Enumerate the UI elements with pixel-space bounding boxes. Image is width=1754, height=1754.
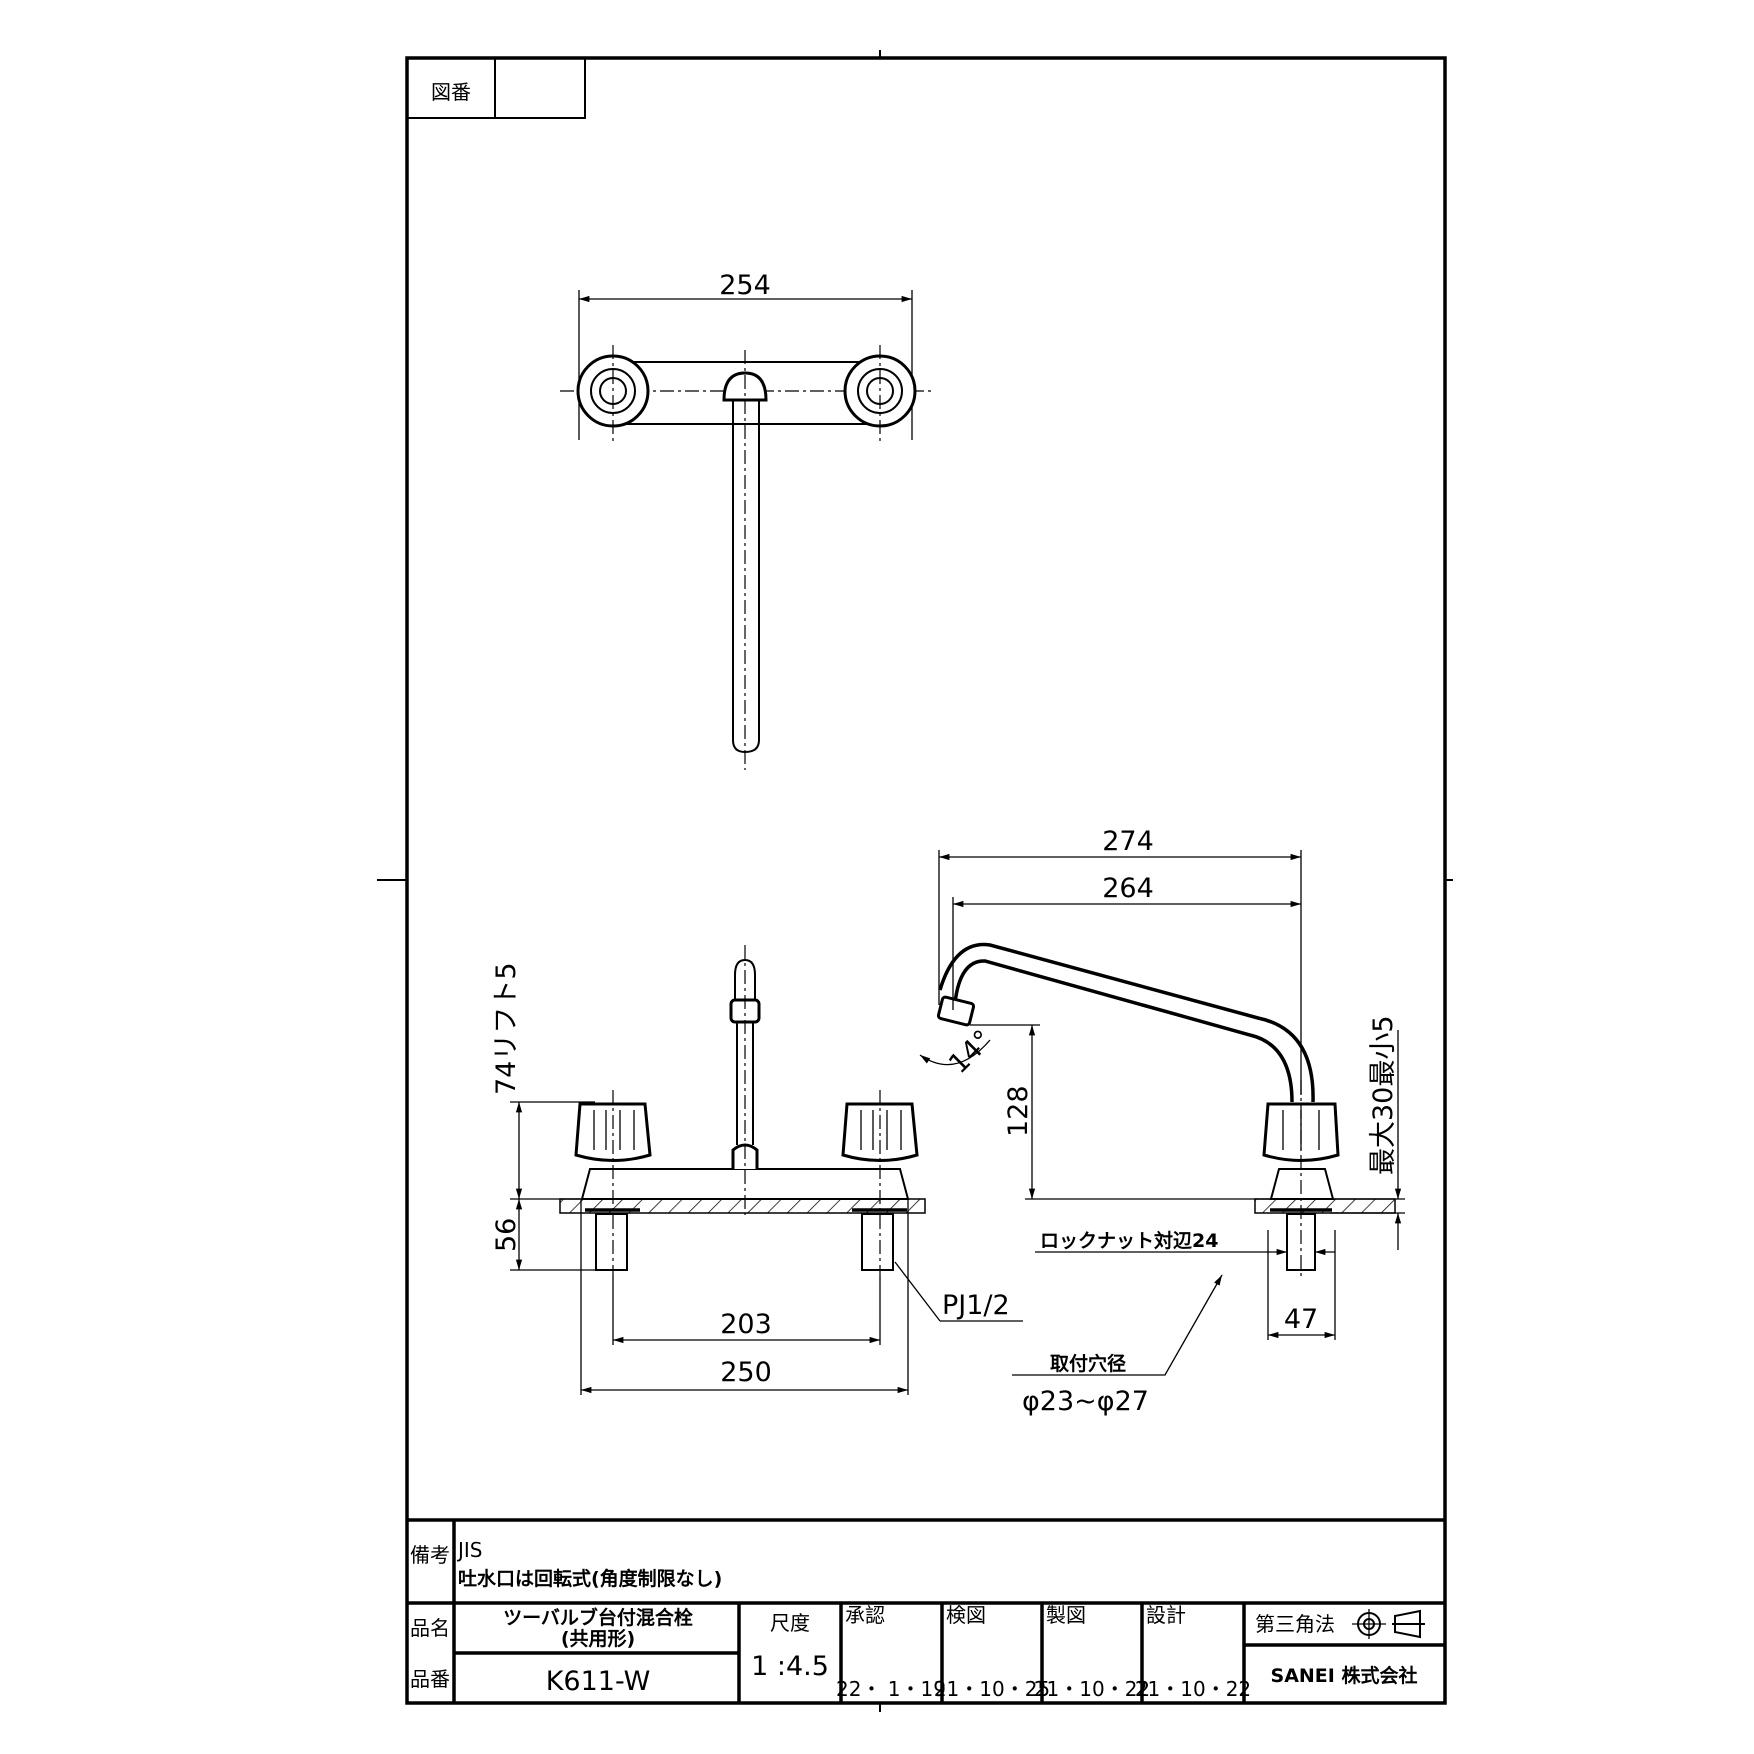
angle-14: 14° xyxy=(943,1024,999,1080)
front-view: 74リフト5 56 203 250 PJ1/2 xyxy=(491,945,1023,1395)
remarks-label: 備考 xyxy=(410,1543,450,1567)
top-view: 254 xyxy=(560,270,935,770)
dim-254: 254 xyxy=(719,270,771,301)
company-name: SANEI 株式会社 xyxy=(1271,1664,1418,1687)
dim-274: 274 xyxy=(1102,826,1154,857)
side-view: 14° 274 264 128 最大30最小5 ロックナット対辺24 47 取付… xyxy=(919,826,1405,1417)
product-name: ツーバルブ台付混合栓 xyxy=(503,1606,693,1629)
name-label: 品名 xyxy=(410,1616,450,1640)
check-date: 21・10・25 xyxy=(934,1677,1050,1701)
base xyxy=(580,1168,910,1200)
product-name-sub: (共用形) xyxy=(561,1628,635,1650)
check-label: 検図 xyxy=(946,1603,986,1627)
sheet-border xyxy=(405,56,1447,1705)
dim-47: 47 xyxy=(1284,1304,1318,1335)
product-number: K611-W xyxy=(546,1666,651,1697)
remarks-line1: JIS xyxy=(456,1538,483,1562)
approval-date: 22・ 1・19 xyxy=(836,1677,946,1701)
dim-handle-lift: 74リフト5 xyxy=(491,962,522,1095)
design-date: 21・10・22 xyxy=(1135,1677,1251,1701)
drawing-number-label: 図番 xyxy=(431,80,471,104)
stem-right xyxy=(861,1213,894,1271)
dim-250: 250 xyxy=(720,1357,772,1388)
draft-date: 21・10・22 xyxy=(1034,1677,1150,1701)
scale-label: 尺度 xyxy=(770,1611,810,1635)
third-angle-projection-icon xyxy=(1352,1609,1425,1639)
hole-label: 取付穴径 xyxy=(1050,1352,1126,1375)
dim-203: 203 xyxy=(720,1309,772,1340)
projection-label: 第三角法 xyxy=(1255,1612,1335,1636)
remarks-line2: 吐水口は回転式(角度制限なし) xyxy=(458,1567,722,1590)
deck-thickness: 最大30最小5 xyxy=(1368,1015,1399,1175)
hole-range: φ23~φ27 xyxy=(1022,1386,1149,1417)
scale-value: 1 :4.5 xyxy=(751,1651,829,1682)
thread-label: PJ1/2 xyxy=(942,1290,1010,1321)
stem-left xyxy=(595,1213,628,1271)
spout-top xyxy=(732,400,760,754)
locknut-label: ロックナット対辺24 xyxy=(1040,1229,1218,1252)
number-label: 品番 xyxy=(410,1667,450,1691)
draft-label: 製図 xyxy=(1046,1603,1086,1627)
dim-264: 264 xyxy=(1102,873,1154,904)
drawing-number-box: 図番 xyxy=(407,58,586,119)
spout-upper xyxy=(953,959,1294,1103)
design-label: 設計 xyxy=(1146,1603,1186,1627)
title-block: 備考 JIS 吐水口は回転式(角度制限なし) 品名 ツーバルブ台付混合栓 (共用… xyxy=(407,1518,1445,1703)
dim-56: 56 xyxy=(491,1218,522,1252)
dim-128: 128 xyxy=(1003,1085,1034,1137)
center-marks xyxy=(377,50,1453,1712)
spout-lower xyxy=(938,942,1315,1103)
approval-label: 承認 xyxy=(845,1603,885,1627)
